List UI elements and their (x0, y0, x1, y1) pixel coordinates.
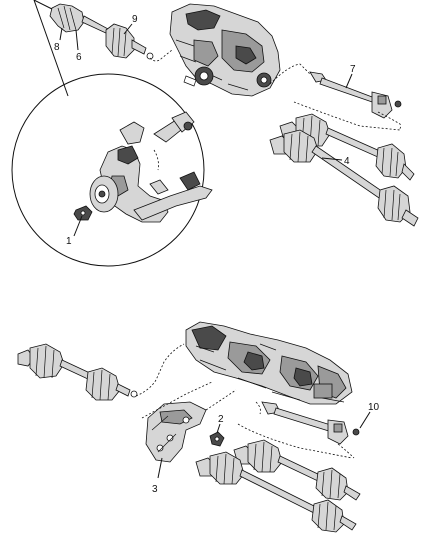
leader-7 (345, 73, 353, 89)
callout-8: 8 (54, 42, 60, 53)
callout-4: 4 (344, 156, 350, 167)
half-shaft-lower-a (233, 439, 361, 501)
dashed-link-lower-left (135, 343, 185, 397)
leader-10 (359, 411, 371, 429)
half-shaft-lower-b (195, 451, 357, 533)
callout-3: 3 (152, 484, 158, 495)
front-axle-shaft-upper (33, 0, 154, 60)
callout-7: 7 (350, 64, 356, 75)
dashed-link-upper-right (269, 63, 311, 85)
leader-2 (216, 423, 221, 434)
leader-1 (73, 215, 83, 237)
knuckle-detail-circle (11, 73, 213, 267)
bolt-2 (209, 431, 225, 447)
intermediate-shaft-upper (309, 71, 402, 131)
callout-10: 10 (368, 402, 380, 413)
dashed-link-lower-right (237, 401, 353, 459)
leader-9 (123, 23, 133, 35)
callout-9: 9 (132, 14, 138, 25)
leader-4 (321, 157, 343, 161)
leader-8 (59, 27, 63, 41)
dashed-link-bracket (141, 381, 237, 419)
intermediate-shaft-lower (261, 401, 360, 459)
dashed-link-upper-left (149, 49, 173, 62)
half-shaft-upper-b (269, 129, 419, 227)
callout-6: 6 (76, 52, 82, 63)
callout-2: 2 (218, 414, 224, 425)
detail-leader-line (33, 0, 69, 97)
transfer-case-upper (169, 3, 281, 97)
half-shaft-upper-a (279, 113, 415, 181)
leader-6 (75, 29, 79, 51)
leader-3 (157, 457, 163, 479)
front-axle-shaft-lower (17, 343, 138, 401)
mount-bracket (145, 401, 207, 463)
transfer-case-lower (185, 321, 353, 405)
callout-1: 1 (66, 236, 72, 247)
